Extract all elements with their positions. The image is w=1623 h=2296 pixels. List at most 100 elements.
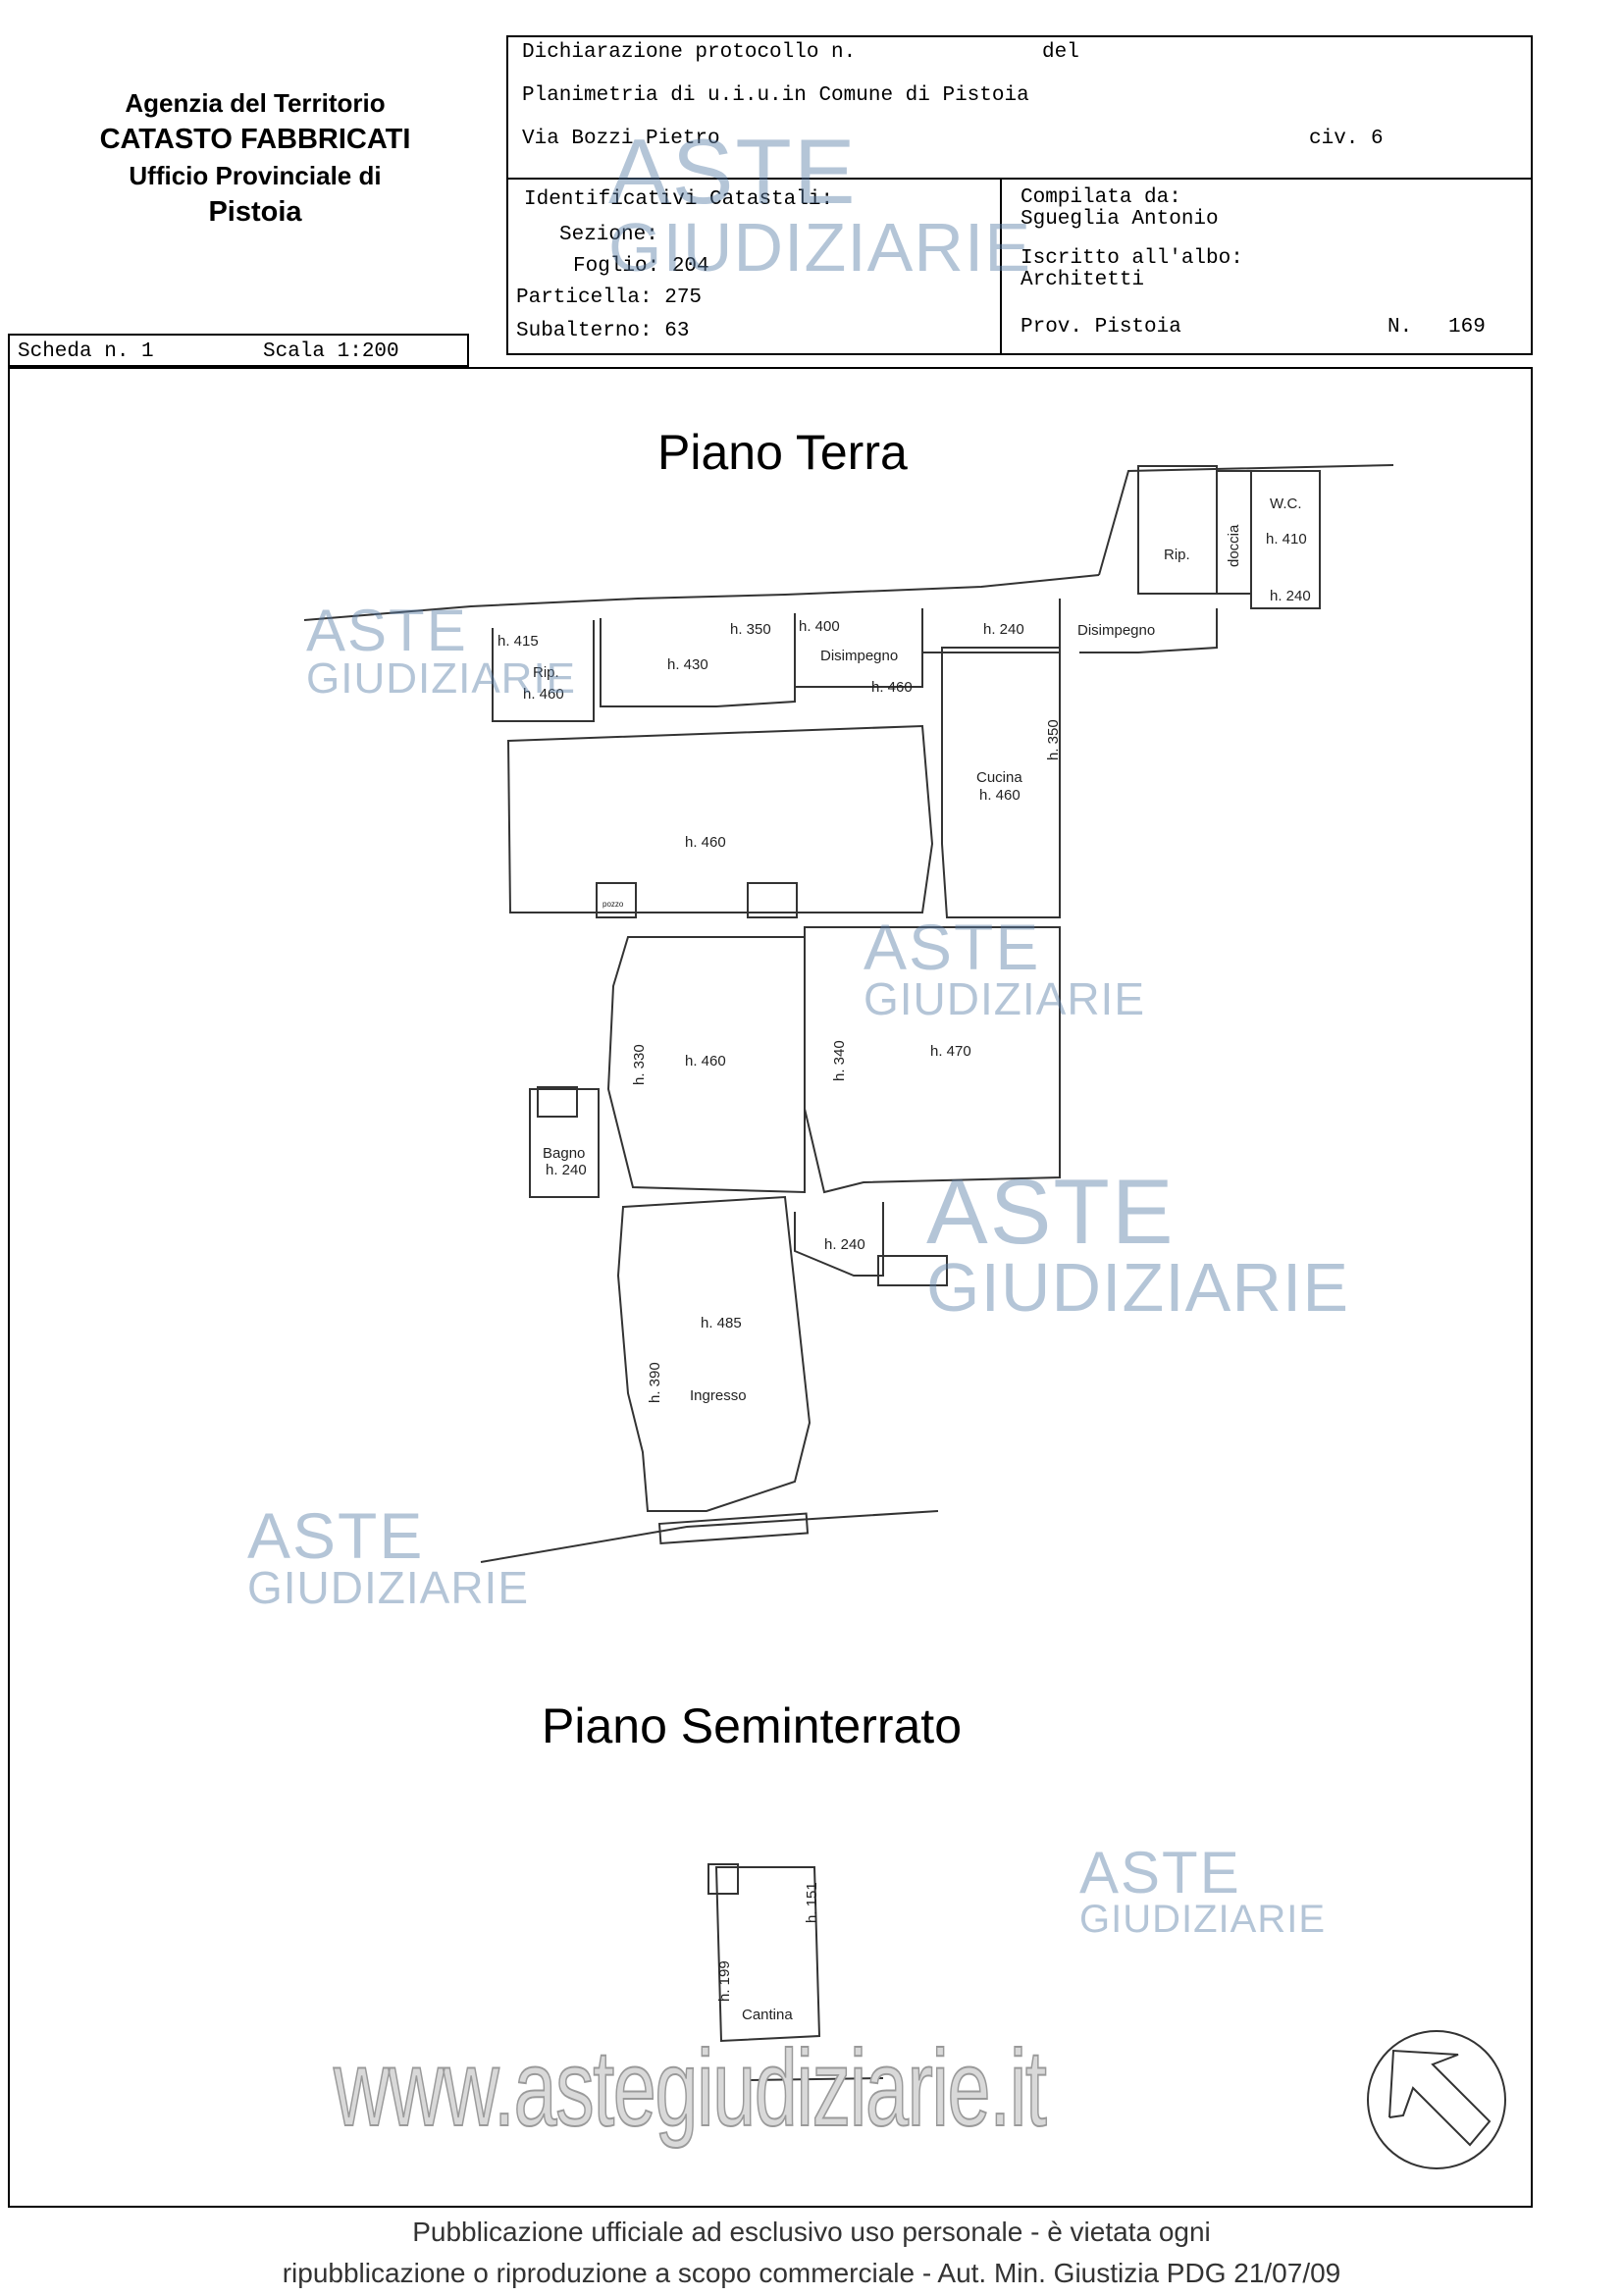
basement-step-line — [750, 2077, 884, 2081]
label-15: h. 350 — [1045, 719, 1062, 760]
agency-block: Agenzia del Territorio CATASTO FABBRICAT… — [39, 86, 471, 232]
civic-number: civ. 6 — [1309, 128, 1384, 150]
compilatore-name: Sgueglia Antonio — [1021, 208, 1219, 231]
north-arrow-icon — [1367, 2030, 1506, 2169]
basement-label-2: Cantina — [742, 2007, 793, 2023]
label-3: h. 430 — [667, 656, 708, 673]
label-28: h. 390 — [647, 1362, 663, 1403]
compilata-label: Compilata da: — [1021, 186, 1181, 209]
iscritto-label: Iscritto all'albo: — [1021, 247, 1243, 270]
alcove-box — [747, 882, 798, 918]
form-divider — [508, 178, 1531, 180]
label-8: h. 240 — [983, 621, 1024, 638]
room-rip-right — [1137, 465, 1218, 595]
room-cucina — [941, 647, 1061, 918]
identificativi-label: Identificativi Catastali: — [524, 188, 834, 211]
label-25: h. 240 — [546, 1162, 587, 1178]
ground-floor-walls — [303, 464, 1394, 2081]
label-26: h. 240 — [824, 1236, 865, 1253]
street-line-top — [303, 574, 1100, 621]
label-7: h. 460 — [871, 679, 913, 696]
bagno-fixture — [537, 1086, 578, 1118]
label-21: h. 460 — [685, 1053, 726, 1070]
ground-floor-labels: h. 415 Rip. h. 460 h. 430 h. 350 h. 400 … — [497, 496, 1311, 1404]
label-27: h. 485 — [701, 1315, 742, 1331]
scheda-number: Scheda n. 1 — [18, 340, 154, 363]
watermark-2: ASTE GIUDIZIARIE — [608, 120, 1032, 287]
watermark-1: ASTE GIUDIZIARIE — [306, 598, 577, 703]
watermark-5: ASTE GIUDIZIARIE — [247, 1499, 530, 1613]
watermark-4: ASTE GIUDIZIARIE — [926, 1160, 1350, 1327]
room-rip-top-left — [492, 620, 595, 722]
number-label: N. — [1387, 316, 1413, 339]
date-label: del — [1042, 41, 1079, 64]
ground-floor-title: Piano Terra — [657, 425, 908, 480]
sezione-label: Sezione: — [559, 224, 658, 246]
label-5: h. 400 — [799, 618, 840, 635]
website-watermark: www.astegiudiziarie.it — [333, 2027, 1047, 2150]
office-label: Ufficio Provinciale di — [129, 161, 382, 191]
foglio-label: Foglio: 204 — [573, 255, 709, 278]
label-20: h. 330 — [631, 1044, 648, 1085]
watermark-6: ASTE GIUDIZIARIE — [1079, 1840, 1327, 1941]
catasto-title: CATASTO FABBRICATI — [99, 124, 411, 156]
subalterno-label: Subalterno: 63 — [516, 320, 690, 342]
room-h240-small — [794, 1202, 884, 1277]
watermark-3: ASTE GIUDIZIARIE — [864, 911, 1146, 1024]
drawing-frame — [8, 367, 1533, 2208]
label-29: Ingresso — [690, 1387, 747, 1404]
basement-label-0: h. 199 — [716, 1960, 733, 2002]
label-17: h. 460 — [979, 787, 1021, 804]
label-18: h. 460 — [685, 834, 726, 851]
label-2: h. 460 — [523, 686, 564, 703]
basement-labels: h. 199 h. 151 Cantina — [716, 1882, 820, 2023]
room-ingresso — [616, 1195, 812, 1512]
declaration-form: Dichiarazione protocollo n. del Planimet… — [506, 35, 1533, 355]
footer-line-1: Pubblicazione ufficiale ad esclusivo uso… — [412, 2217, 1211, 2247]
stairs-basement — [707, 1863, 739, 1895]
label-12: W.C. — [1270, 496, 1302, 512]
label-22: h. 340 — [831, 1040, 848, 1081]
label-11: doccia — [1226, 524, 1242, 567]
stairs-ground — [877, 1255, 948, 1286]
entrance-step — [657, 1512, 810, 1545]
label-13: h. 410 — [1266, 531, 1307, 548]
footer-notice: Pubblicazione ufficiale ad esclusivo uso… — [0, 2212, 1623, 2294]
street-line-right — [1098, 464, 1394, 576]
form-divider-vertical — [1000, 178, 1002, 353]
particella-label: Particella: 275 — [516, 287, 703, 309]
number-value: 169 — [1448, 316, 1486, 339]
room-h460-large — [506, 724, 934, 913]
address-label: Via Bozzi Pietro — [522, 128, 720, 150]
label-14: h. 240 — [1270, 588, 1311, 604]
protocol-label: Dichiarazione protocollo n. — [522, 41, 857, 64]
label-4: h. 350 — [730, 621, 771, 638]
planimetria-label: Planimetria di u.i.u.in Comune di Pistoi… — [522, 84, 1029, 107]
label-9: Disimpegno — [1077, 622, 1155, 639]
corridor-h240 — [921, 599, 1061, 653]
basement-title: Piano Seminterrato — [542, 1698, 963, 1753]
label-0: h. 415 — [497, 633, 539, 650]
room-cantina — [714, 1866, 821, 2043]
label-19: pozzo — [602, 900, 624, 909]
disimpegno-right — [1079, 608, 1218, 653]
label-23: h. 470 — [930, 1043, 971, 1060]
office-city: Pistoia — [208, 196, 302, 229]
scale-label: Scala 1:200 — [263, 340, 399, 363]
province-label: Prov. Pistoia — [1021, 316, 1181, 339]
label-6: Disimpegno — [820, 648, 898, 664]
room-bagno — [529, 1088, 600, 1198]
pozzo-box — [596, 882, 637, 918]
street-line-bottom — [480, 1510, 939, 1563]
room-wc — [1250, 470, 1321, 609]
scheda-box: Scheda n. 1 Scala 1:200 — [8, 334, 469, 367]
label-16: Cucina — [976, 769, 1022, 786]
label-1: Rip. — [533, 664, 559, 681]
footer-line-2: ripubblicazione o riproduzione a scopo c… — [282, 2258, 1341, 2288]
albo-name: Architetti — [1021, 269, 1145, 291]
agency-name: Agenzia del Territorio — [125, 88, 386, 118]
label-24: Bagno — [543, 1145, 585, 1162]
basement-label-1: h. 151 — [804, 1882, 820, 1923]
room-h470 — [804, 926, 1061, 1194]
